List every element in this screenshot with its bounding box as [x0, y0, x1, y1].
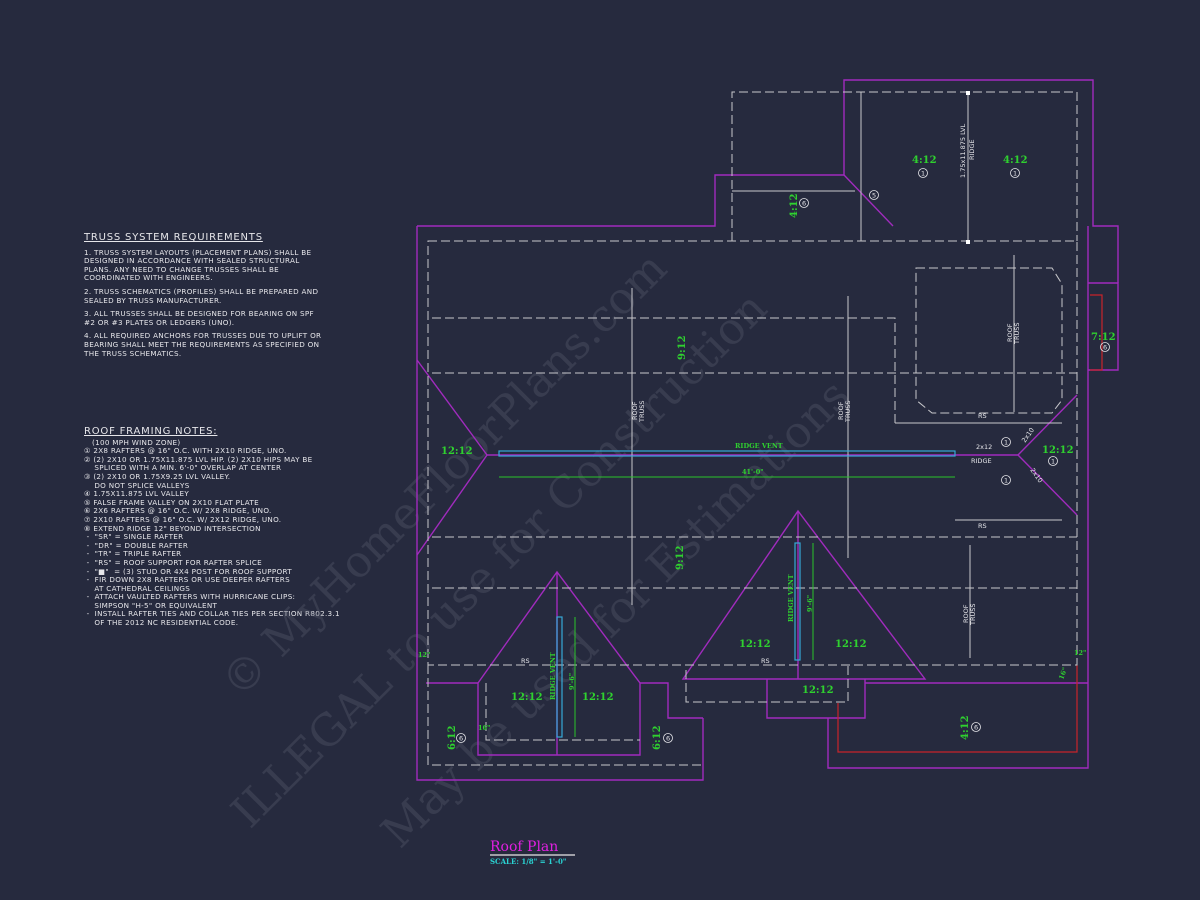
callout-number: 6 [1103, 344, 1107, 352]
roof-truss-label: ROOF [1006, 323, 1014, 342]
framing-note: ② (2) 2x10 OR 1.75x11.875 LVL HIP. (2) 2… [84, 454, 313, 464]
overhang-label: 16" [478, 724, 490, 732]
callout-number: 1 [1004, 477, 1008, 485]
dimension-41ft: 41'-0" [742, 468, 764, 476]
dimension-9ft6: 9'-6" [568, 673, 576, 690]
ridge-label: RIDGE [968, 139, 976, 160]
framing-notes-subtitle: (100 MPH WIND ZONE) [92, 437, 181, 447]
framing-note: ⑧ EXTEND RIDGE 12" BEYOND INTERSECTION [84, 523, 261, 533]
ridge-label: RIDGE [971, 457, 992, 465]
framing-note: - FIR DOWN 2x8 RAFTERS OR USE DEEPER RAF… [84, 575, 290, 585]
callout-number: 6 [666, 735, 670, 743]
pitch-label: 12:12 [511, 692, 543, 703]
callout-number: 6 [802, 200, 806, 208]
pitch-label: 6:12 [652, 725, 663, 750]
framing-note: - "DR" = DOUBLE RAFTER [84, 540, 189, 550]
callout-circles: 1 1 5 6 6 1 1 1 6 6 6 [456, 168, 1110, 743]
framing-note: SIMPSON "H-5" OR EQUIVALENT [84, 600, 218, 610]
rs-label: RS [978, 522, 987, 530]
framing-note: ⑤ FALSE FRAME VALLEY ON 2x10 FLAT PLATE [84, 497, 259, 507]
truss-system-requirements: TRUSS SYSTEM REQUIREMENTS 1. TRUSS SYSTE… [84, 232, 324, 363]
pitch-label: 9:12 [675, 545, 686, 570]
overhang-label: 16" [1057, 666, 1069, 680]
callout-number: 6 [974, 724, 978, 732]
truss-note: 3. ALL TRUSSES SHALL BE DESIGNED FOR BEA… [84, 309, 314, 327]
truss-note: 4. ALL REQUIRED ANCHORS FOR TRUSSES DUE … [84, 331, 322, 358]
pitch-labels: 4:12 4:12 4:12 7:12 9:12 9:12 12:12 12:1… [441, 155, 1116, 750]
ridge-size-label: 2x12 [976, 443, 992, 451]
ridge-vent [794, 542, 801, 661]
rs-label: RS [761, 657, 770, 665]
framing-note: AT CATHEDRAL CEILINGS [84, 583, 191, 593]
callout-number: 1 [1013, 170, 1017, 178]
roof-truss-label: ROOF [962, 604, 970, 623]
pitch-label: 7:12 [1091, 332, 1116, 343]
pitch-label: 4:12 [912, 155, 937, 166]
title-block: Roof Plan SCALE: 1/8" = 1'-0" [490, 839, 575, 866]
roof-truss-label: ROOF [837, 401, 845, 420]
overhang-label: 12" [418, 651, 430, 659]
watermark: © MyHomeFloorPlans.com ILLEGAL to use fo… [212, 243, 860, 858]
pitch-label: 4:12 [960, 715, 971, 740]
pitch-label: 9:12 [677, 335, 688, 360]
callout-number: 5 [872, 192, 876, 200]
framing-notes-title: ROOF FRAMING NOTES: [84, 426, 218, 437]
framing-note: - "SR" = SINGLE RAFTER [84, 532, 184, 542]
framing-note: ⑥ 2x6 RAFTERS @ 16" O.C. W/ 2x8 RIDGE, U… [84, 506, 272, 516]
framing-note: - "TR" = TRIPLE RAFTER [84, 549, 182, 559]
red-outlines [837, 294, 1103, 753]
framing-note: ③ (2) 2x10 OR 1.75x9.25 LVL VALLEY. [84, 471, 231, 481]
plan-labels: 1.75x11.875 LVL RIDGE ROOF TRUSS ROOF TR… [418, 124, 1086, 732]
hip-label: 2x10 [1020, 426, 1036, 444]
roof-truss-label: TRUSS [1013, 323, 1021, 346]
ridge-vent-label: RIDGE VENT [787, 574, 795, 622]
roof-truss-label: TRUSS [638, 401, 646, 424]
framing-note: ① 2x8 RAFTERS @ 16" O.C. WITH 2x10 RIDGE… [84, 446, 287, 456]
callout-number: 1 [1051, 458, 1055, 466]
framing-note: - ATTACH VAULTED RAFTERS WITH HURRICANE … [84, 592, 296, 602]
framing-note: - "RS" = ROOF SUPPORT FOR RAFTER SPLICE [84, 557, 263, 567]
roof-truss-label: ROOF [631, 401, 639, 420]
rs-label: RS [978, 412, 987, 420]
framing-note: ④ 1.75x11.875 LVL VALLEY [84, 489, 190, 499]
ridge-vent [556, 616, 563, 738]
pitch-label: 6:12 [447, 725, 458, 750]
callout-number: 1 [921, 170, 925, 178]
callout-number: 6 [459, 735, 463, 743]
ridge-vent-label: RIDGE VENT [549, 652, 557, 700]
pitch-label: 4:12 [789, 193, 800, 218]
post-markers [966, 91, 970, 244]
rs-label: RS [521, 657, 530, 665]
callout-number: 1 [1004, 439, 1008, 447]
dimension-9ft6: 9'-6" [806, 595, 814, 612]
roof-truss-label: TRUSS [969, 604, 977, 627]
ridge-label: 1.75x11.875 LVL [959, 124, 967, 178]
pitch-label: 12:12 [835, 639, 867, 650]
pitch-label: 12:12 [739, 639, 771, 650]
framing-note: OF THE 2012 NC RESIDENTIAL CODE. [84, 618, 239, 628]
roof-framing-notes: ROOF FRAMING NOTES: (100 MPH WIND ZONE) … [84, 426, 344, 628]
overhang-label: 12" [1074, 649, 1086, 657]
pitch-label: 12:12 [582, 692, 614, 703]
pitch-label: 12:12 [1042, 445, 1074, 456]
ridge-vent [498, 450, 956, 457]
hip-label: 2x10 [1028, 467, 1044, 485]
truss-requirements-title: TRUSS SYSTEM REQUIREMENTS [84, 232, 263, 243]
eave-lines [427, 91, 1078, 766]
framing-note: - INSTALL RAFTER TIES AND COLLAR TIES PE… [84, 609, 340, 619]
framing-note: SPLICED WITH A MIN. 6'-0" OVERLAP AT CEN… [84, 463, 282, 473]
truss-note: 2. TRUSS SCHEMATICS (PROFILES) SHALL BE … [84, 286, 319, 305]
pitch-label: 12:12 [441, 446, 473, 457]
ridge-vent-label: RIDGE VENT [735, 442, 783, 450]
truss-note: 1. TRUSS SYSTEM LAYOUTS (PLACEMENT PLANS… [84, 247, 312, 283]
roof-truss-label: TRUSS [844, 401, 852, 424]
drawing-title: Roof Plan [490, 839, 558, 855]
framing-note: - "■" = (3) STUD OR 4x4 POST FOR ROOF SU… [84, 566, 292, 576]
pitch-label: 12:12 [802, 685, 834, 696]
framing-note: ⑦ 2x10 RAFTERS @ 16" O.C. W/ 2x12 RIDGE,… [84, 514, 282, 524]
pitch-label: 4:12 [1003, 155, 1028, 166]
framing-note: DO NOT SPLICE VALLEYS [84, 480, 190, 490]
drawing-scale: SCALE: 1/8" = 1'-0" [490, 857, 566, 866]
roof-outline [416, 79, 1119, 781]
